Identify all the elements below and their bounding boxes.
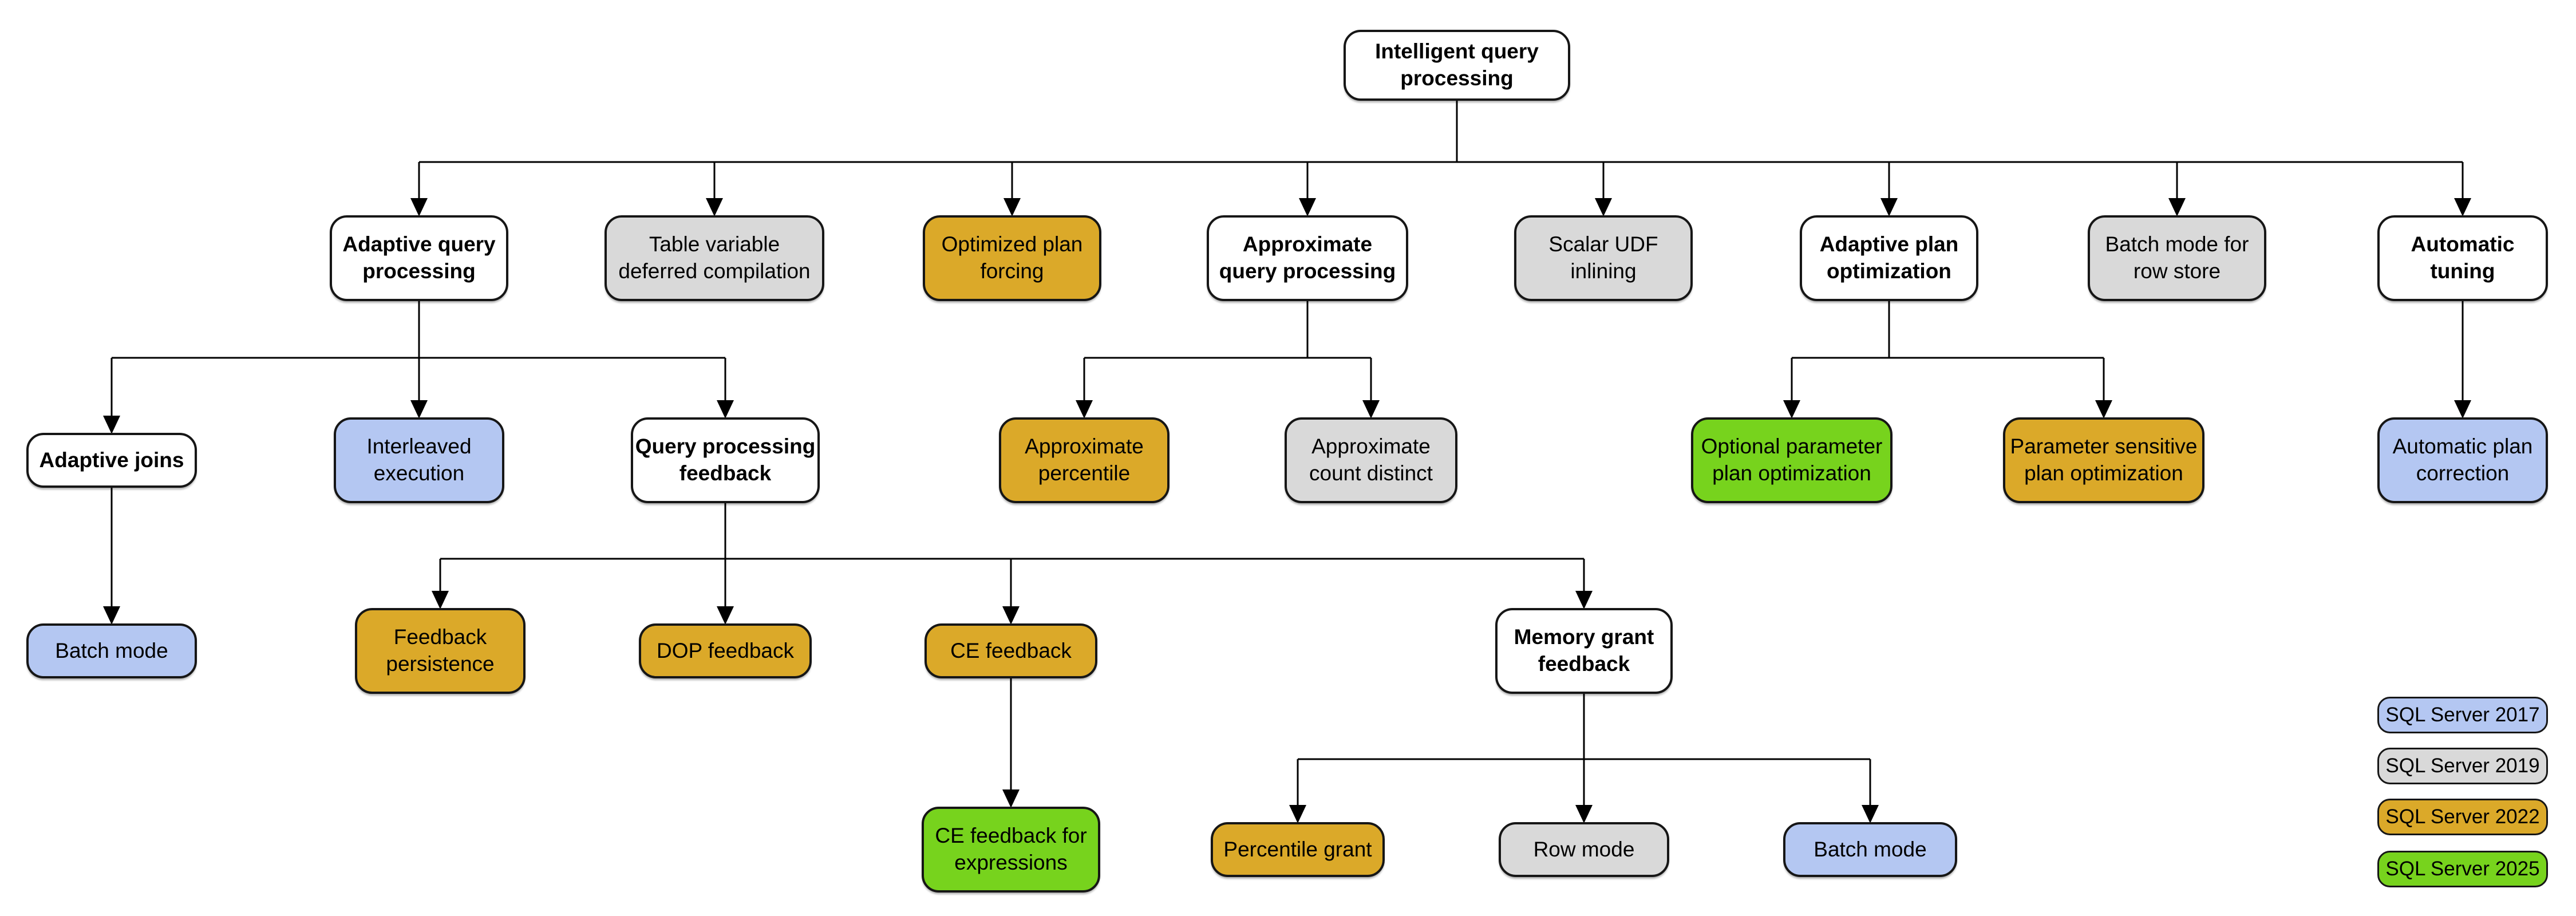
node-mgf: Memory grant feedback [1495, 608, 1673, 694]
legend-item-2017: SQL Server 2017 [2377, 697, 2548, 733]
node-opf: Optimized plan forcing [923, 215, 1101, 301]
node-cefx: CE feedback for expressions [922, 807, 1100, 893]
node-aqp: Adaptive query processing [330, 215, 508, 301]
legend-item-2022: SQL Server 2022 [2377, 799, 2548, 835]
node-apo: Adaptive plan optimization [1800, 215, 1978, 301]
node-root: Intelligent query processing [1344, 30, 1570, 101]
node-bmrs: Batch mode for row store [2088, 215, 2266, 301]
node-apc: Automatic plan correction [2377, 417, 2548, 503]
node-pg: Percentile grant [1211, 822, 1385, 877]
node-aj: Adaptive joins [26, 433, 197, 488]
node-at: Automatic tuning [2377, 215, 2548, 301]
node-bm1: Batch mode [26, 623, 197, 678]
node-qpf: Query processing feedback [631, 417, 820, 503]
node-axp: Approximate percentile [999, 417, 1170, 503]
node-axqp: Approximate query processing [1207, 215, 1408, 301]
node-fp: Feedback persistence [355, 608, 526, 694]
node-sudf: Scalar UDF inlining [1514, 215, 1693, 301]
node-cef: CE feedback [924, 623, 1097, 678]
node-ie: Interleaved execution [334, 417, 504, 503]
node-rm: Row mode [1499, 822, 1669, 877]
node-dop: DOP feedback [639, 623, 812, 678]
node-bm2: Batch mode [1783, 822, 1957, 877]
node-pspo: Parameter sensitive plan optimization [2003, 417, 2204, 503]
node-oppo: Optional parameter plan optimization [1691, 417, 1893, 503]
legend-item-2019: SQL Server 2019 [2377, 748, 2548, 784]
node-tvdc: Table variable deferred compilation [605, 215, 824, 301]
node-acd: Approximate count distinct [1285, 417, 1457, 503]
legend-item-2025: SQL Server 2025 [2377, 851, 2548, 887]
